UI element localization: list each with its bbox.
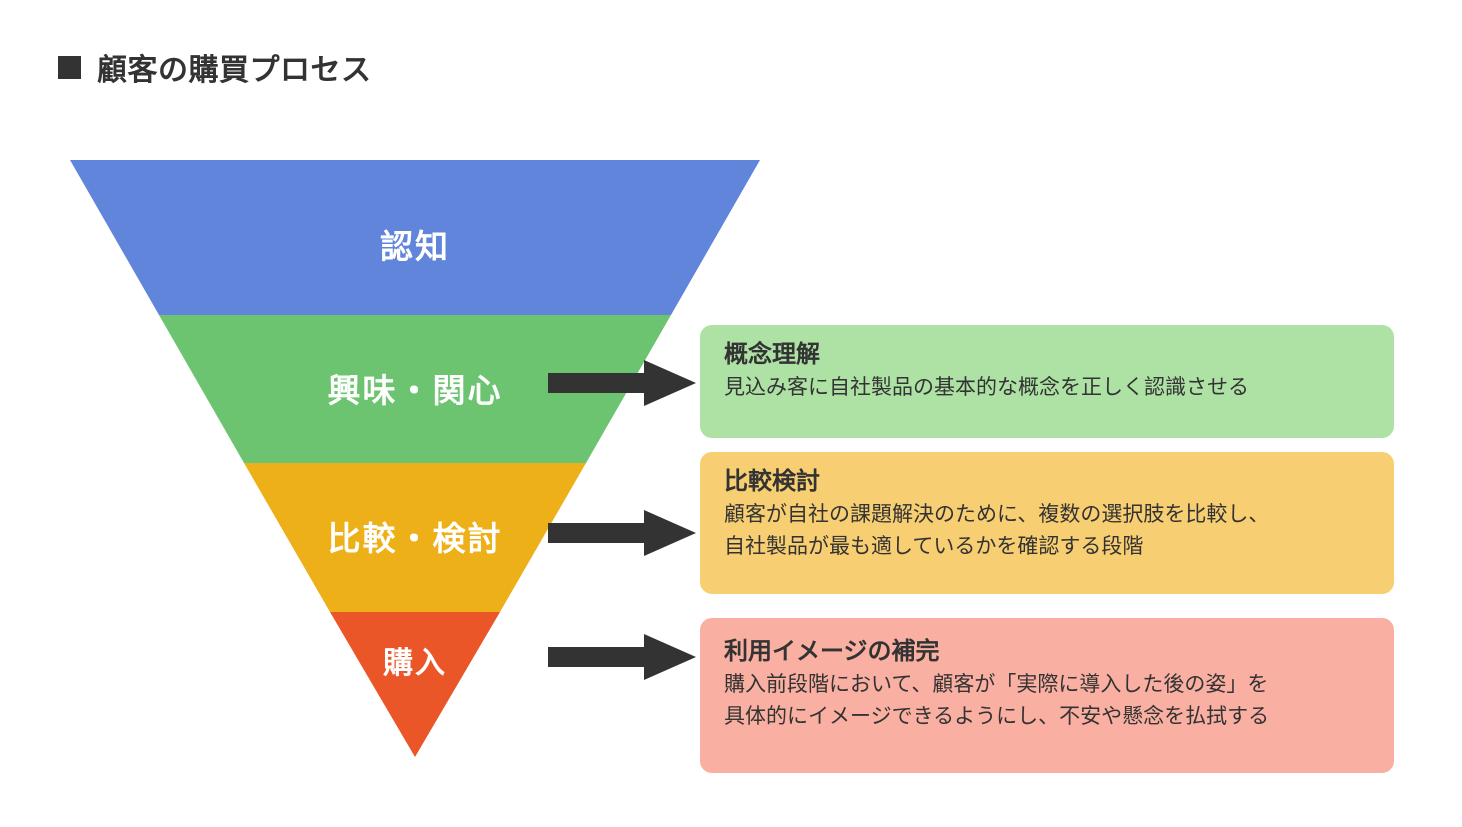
page-title-text: 顧客の購買プロセス <box>97 53 372 88</box>
callout-card-comparison-line-2: 自社製品が最も適しているかを確認する段階 <box>724 534 1144 559</box>
funnel-segment-purchase <box>330 612 500 757</box>
arrow-to-imagine-icon <box>548 634 696 680</box>
callout-card-concept-line-1: 見込み客に自社製品の基本的な概念を正しく認識させる <box>724 375 1249 400</box>
funnel-svg <box>70 160 760 757</box>
page-title: 顧客の購買プロセス <box>58 45 372 89</box>
arrow-to-compare-icon <box>548 510 696 556</box>
funnel-segment-comparison <box>244 463 586 612</box>
funnel-segment-awareness <box>70 160 760 315</box>
filled-square-marker-icon <box>58 55 81 79</box>
arrow-to-concept-icon <box>548 360 696 406</box>
callout-card-comparison: 比較検討 顧客が自社の課題解決のために、複数の選択肢を比較し、 自社製品が最も適… <box>700 452 1394 594</box>
callout-card-imagine-heading: 利用イメージの補完 <box>724 637 940 665</box>
callout-card-comparison-heading: 比較検討 <box>724 467 820 495</box>
callout-card-concept: 概念理解 見込み客に自社製品の基本的な概念を正しく認識させる <box>700 325 1394 438</box>
callout-card-imagine: 利用イメージの補完 購入前段階において、顧客が「実際に導入した後の姿」を 具体的… <box>700 618 1394 773</box>
callout-card-imagine-line-2: 具体的にイメージできるようにし、不安や懸念を払拭する <box>724 704 1270 729</box>
callout-card-concept-heading: 概念理解 <box>724 340 820 368</box>
callout-card-imagine-line-1: 購入前段階において、顧客が「実際に導入した後の姿」を <box>724 672 1269 697</box>
funnel-segment-interest <box>159 315 671 463</box>
callout-card-comparison-line-1: 顧客が自社の課題解決のために、複数の選択肢を比較し、 <box>724 502 1270 527</box>
